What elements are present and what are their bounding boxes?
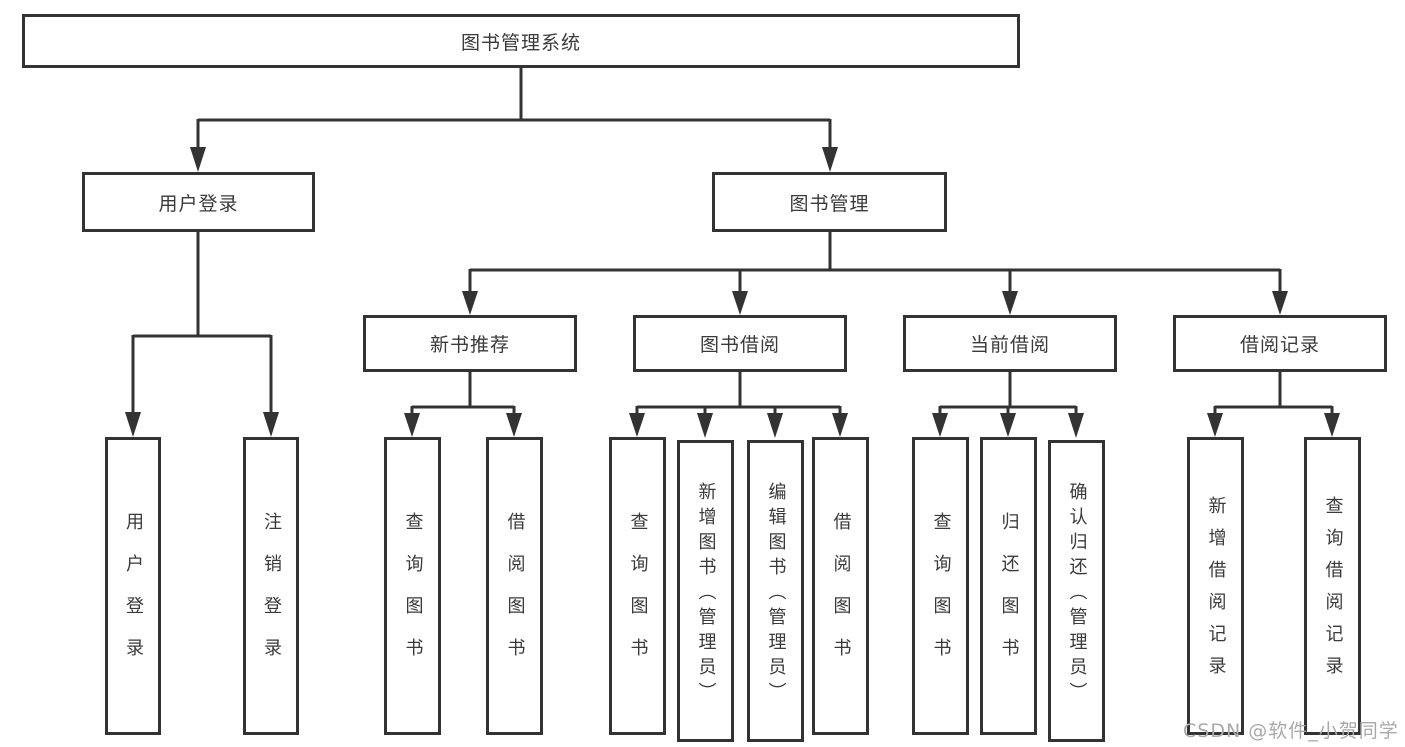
node-label: 注销登录 [261, 512, 282, 680]
leaf-return-books: 归还图书 [980, 437, 1037, 735]
node-label: 借阅图书 [830, 512, 852, 680]
node-new-book-recommend: 新书推荐 [363, 315, 577, 372]
node-label: 查询图书 [930, 512, 952, 680]
node-label: 新增借阅记录 [1205, 496, 1227, 688]
node-label: 借阅图书 [504, 512, 526, 680]
node-label: 归还图书 [998, 512, 1020, 680]
node-borrow-records: 借阅记录 [1173, 315, 1387, 372]
node-book-management: 图书管理 [712, 172, 947, 232]
node-label: 新增图书（管理员） [695, 481, 717, 707]
leaf-logout: 注销登录 [243, 437, 299, 735]
node-label: 新书推荐 [429, 334, 510, 356]
leaf-query-borrow-record: 查询借阅记录 [1304, 437, 1361, 735]
csdn-watermark: CSDN @软件_小贺同学 [1183, 720, 1399, 742]
leaf-edit-books-admin: 编辑图书（管理员） [747, 440, 804, 742]
node-label: 借阅记录 [1239, 334, 1320, 356]
leaf-borrow-books-recommend: 借阅图书 [486, 437, 543, 735]
node-root-library-management-system: 图书管理系统 [22, 14, 1020, 68]
node-label: 查询图书 [402, 512, 424, 680]
node-label: 查询图书 [627, 512, 649, 680]
node-label: 图书管理 [789, 192, 870, 215]
leaf-query-books-borrow: 查询图书 [609, 437, 666, 735]
node-label: 用户登录 [123, 512, 144, 680]
node-label: 图书管理系统 [460, 31, 581, 54]
node-label: 用户登录 [158, 192, 239, 215]
node-label: 查询借阅记录 [1322, 496, 1344, 688]
leaf-query-books-recommend: 查询图书 [384, 437, 441, 735]
leaf-user-login: 用户登录 [105, 437, 161, 735]
node-label: 图书借阅 [699, 334, 780, 356]
leaf-add-books-admin: 新增图书（管理员） [677, 440, 734, 742]
leaf-add-borrow-record: 新增借阅记录 [1187, 437, 1244, 735]
leaf-confirm-return-admin: 确认归还（管理员） [1048, 440, 1105, 742]
node-user-login: 用户登录 [82, 172, 315, 232]
node-label: 编辑图书（管理员） [765, 481, 787, 707]
node-book-borrow: 图书借阅 [633, 315, 847, 372]
node-current-borrow: 当前借阅 [903, 315, 1117, 372]
node-label: 确认归还（管理员） [1066, 481, 1088, 707]
node-label: 当前借阅 [969, 334, 1050, 356]
leaf-borrow-books: 借阅图书 [812, 437, 869, 735]
leaf-query-books-current: 查询图书 [912, 437, 969, 735]
